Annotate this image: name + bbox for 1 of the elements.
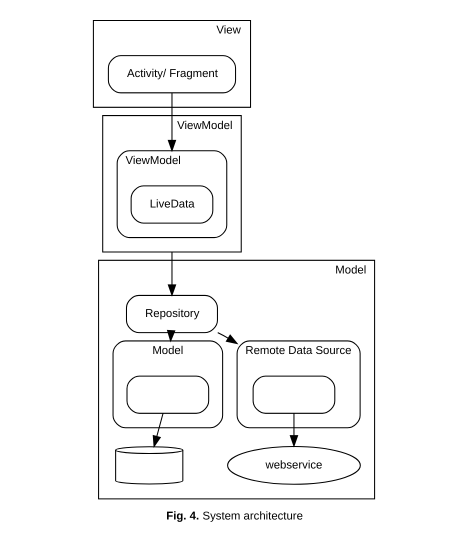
caption: Fig. 4. System architecture	[166, 510, 303, 522]
